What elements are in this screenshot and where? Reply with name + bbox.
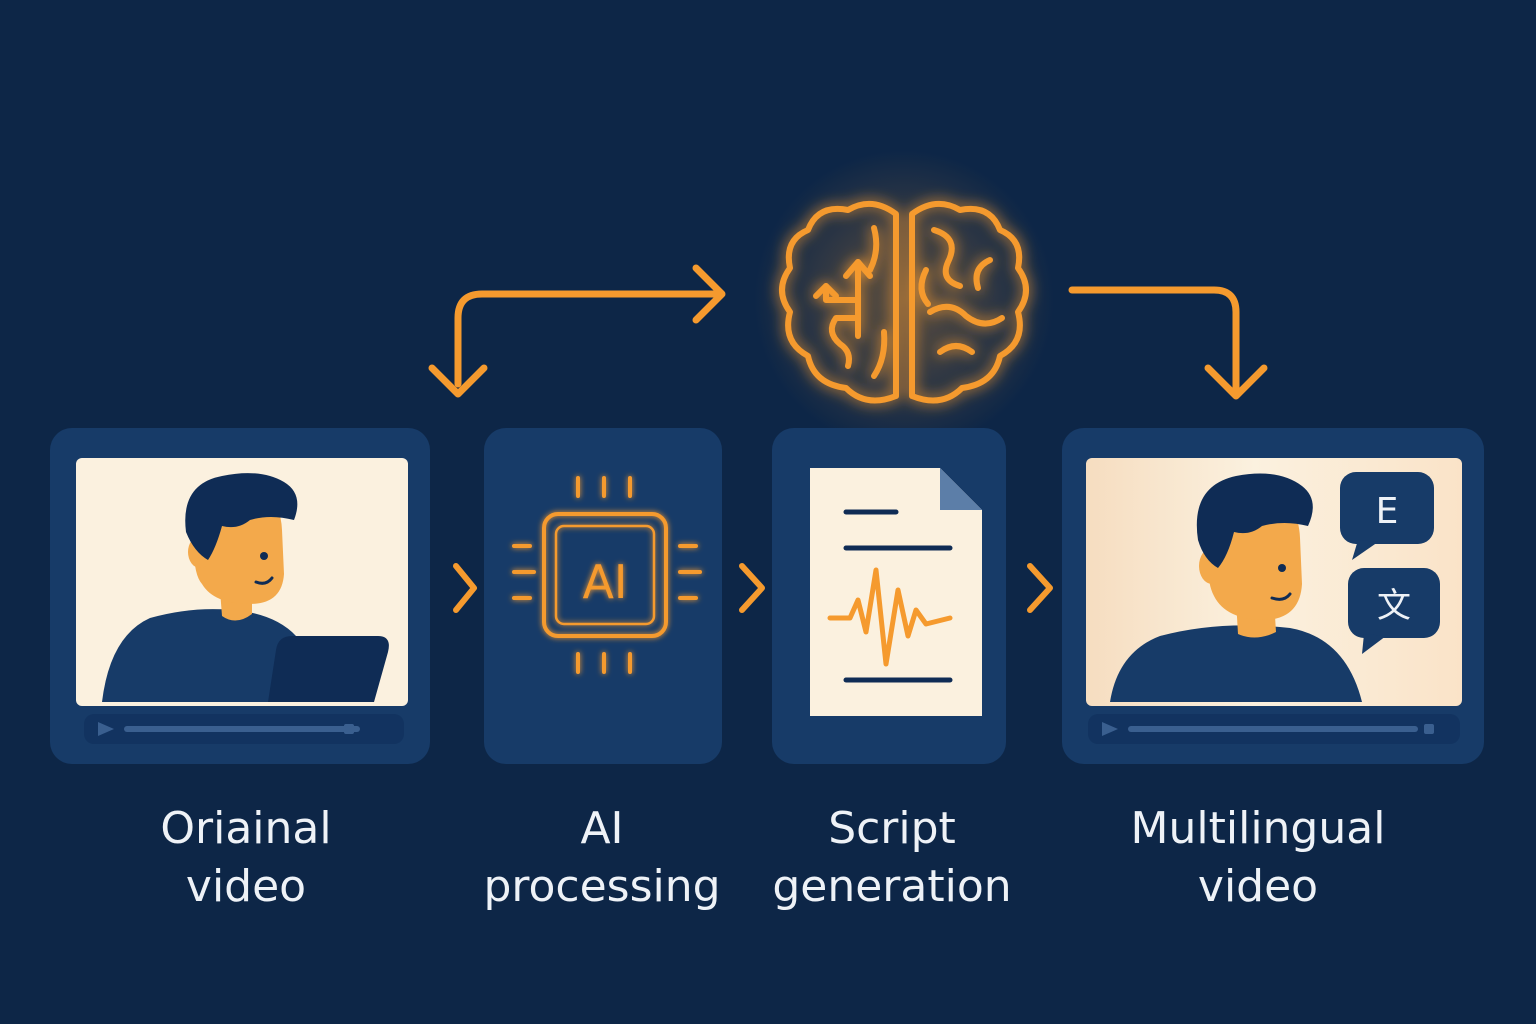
bubble-text-e: E <box>1376 491 1399 532</box>
ai-chip-icon <box>512 476 702 674</box>
label-line: Script <box>828 803 956 854</box>
speech-bubble-icon: E <box>1340 472 1434 560</box>
label-line: generation <box>772 861 1012 912</box>
speech-bubble-icon: 文 <box>1348 568 1440 654</box>
label-multilingual-video: Multilingual video <box>1098 800 1418 916</box>
label-original-video: Oriainal video <box>86 800 406 916</box>
chevron-right-icon <box>453 563 477 613</box>
flow-arrow-icon <box>1068 286 1268 400</box>
person-laptop-icon <box>102 473 389 702</box>
step-original-video-card <box>50 428 430 764</box>
flow-arrow-icon <box>428 264 726 398</box>
script-document-icon <box>810 468 982 716</box>
bubble-text-zh: 文 <box>1377 586 1411 626</box>
label-line: AI <box>580 803 624 854</box>
person-icon <box>1110 473 1362 702</box>
step-ai-processing-card: AI <box>484 428 722 764</box>
step-multilingual-video-card: E 文 <box>1062 428 1484 764</box>
label-line: video <box>185 861 307 912</box>
step-script-generation-card <box>772 428 1006 764</box>
label-line: Oriainal <box>160 803 332 854</box>
chevron-right-icon <box>739 563 765 613</box>
brain-icon <box>754 150 1054 450</box>
label-line: Multilingual <box>1130 803 1386 854</box>
chevron-right-icon <box>1027 563 1053 613</box>
label-line: video <box>1197 861 1319 912</box>
label-line: processing <box>483 861 721 912</box>
label-script-generation: Script generation <box>732 800 1052 916</box>
label-ai-processing: AI processing <box>442 800 762 916</box>
chip-label: AI <box>582 555 627 609</box>
